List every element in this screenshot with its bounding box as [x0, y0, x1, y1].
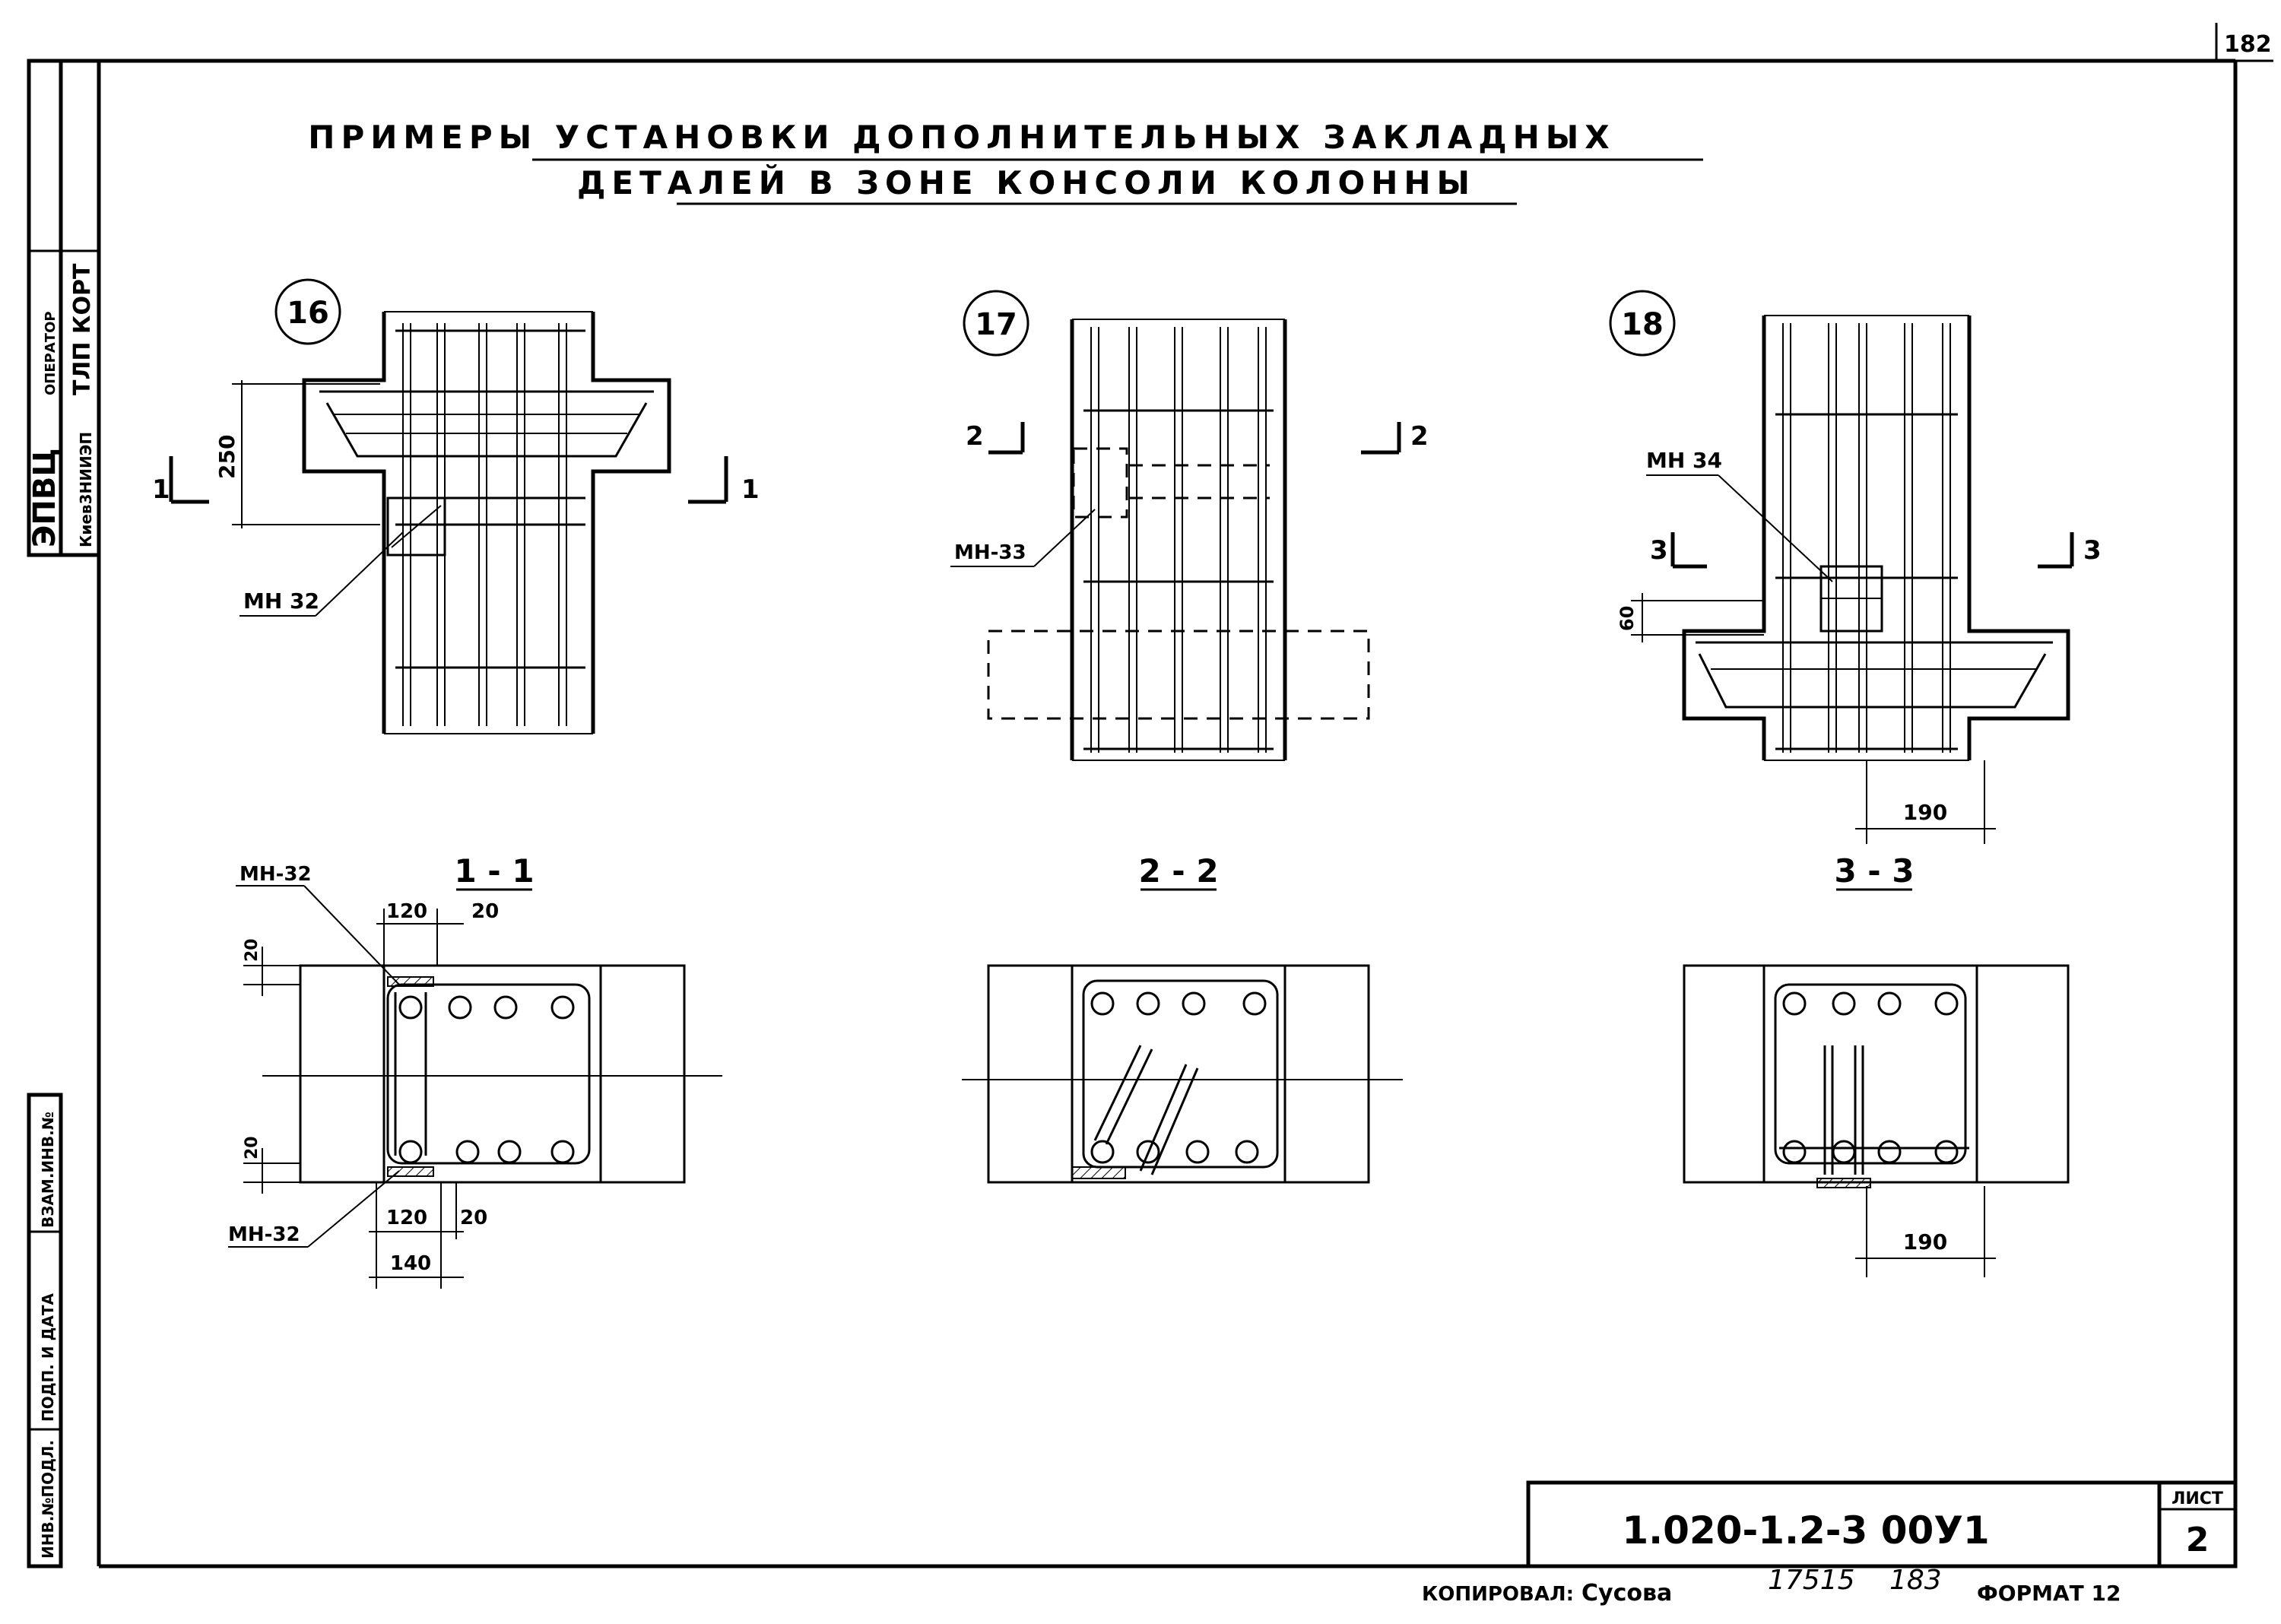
- title-line-2: ДЕТАЛЕЙ В ЗОНЕ КОНСОЛИ КОЛОННЫ: [577, 163, 1476, 201]
- sheet-frame: 18 2: [97, 23, 2273, 1568]
- section-3-3-dim-190: 190: [1903, 1229, 1947, 1254]
- detail-18-number: 18: [1621, 307, 1664, 342]
- footer-format: ФОРМАТ 12: [1977, 1581, 2121, 1606]
- detail-18-section-left: 3: [1650, 535, 1668, 566]
- section-3-3: 3 - 3 190: [1683, 852, 2070, 1277]
- stamp-org-sub: Киев3НИИЭП: [77, 432, 95, 547]
- detail-18-dim-60: 60: [1616, 606, 1638, 631]
- section-3-3-title: 3 - 3: [1834, 852, 1914, 890]
- detail-16-section-right: 1: [741, 474, 760, 505]
- footer: КОПИРОВАЛ: Сусова 17515 183 ФОРМАТ 12: [1422, 1565, 2121, 1607]
- detail-16: 16 250 МН: [152, 278, 760, 734]
- title-block-sheet-label: ЛИСТ: [2172, 1489, 2223, 1508]
- stamp-field-inv-podl: ИНВ.№ПОДЛ.: [39, 1440, 57, 1559]
- detail-16-section-left: 1: [152, 474, 170, 505]
- detail-18: 18 60 190 МН 34: [1609, 290, 2102, 844]
- detail-18-dim-190: 190: [1903, 800, 1947, 825]
- footer-number-b: 183: [1889, 1565, 1942, 1596]
- section-1-1-part-top: МН-32: [240, 863, 312, 886]
- title-line-1: ПРИМЕРЫ УСТАНОВКИ ДОПОЛНИТЕЛЬНЫХ ЗАКЛАДН…: [308, 119, 1615, 156]
- section-1-1-title: 1 - 1: [454, 852, 534, 890]
- title-block-code: 1.020-1.2-3 00У1: [1622, 1508, 1989, 1553]
- section-1-1-part-bottom: МН-32: [228, 1223, 300, 1246]
- stamp-operator-label: ОПЕРАТОР: [43, 311, 59, 395]
- detail-16-dim-250: 250: [214, 435, 240, 479]
- detail-17-section-left: 2: [966, 421, 984, 452]
- detail-18-part: МН 34: [1646, 448, 1722, 473]
- sheet-title: ПРИМЕРЫ УСТАНОВКИ ДОПОЛНИТЕЛЬНЫХ ЗАКЛАДН…: [308, 119, 1703, 205]
- section-1-1-dim-bot-20: 20: [460, 1207, 487, 1229]
- section-1-1-dim-left-top: 20: [243, 938, 262, 962]
- detail-17-part: МН-33: [954, 541, 1026, 564]
- detail-18-section-right: 3: [2083, 535, 2102, 566]
- left-stamp: ЭПВЦ Киев3НИИЭП ОПЕРАТОР ТЛП КОРТ ВЗАМ.И…: [27, 59, 101, 1568]
- section-1-1-dim-top-120: 120: [386, 900, 427, 923]
- title-block-sheet-number: 2: [2186, 1521, 2210, 1559]
- stamp-org: ЭПВЦ: [27, 449, 62, 547]
- section-1-1-dim-top-20: 20: [471, 900, 499, 923]
- title-block: 1.020-1.2-3 00У1 ЛИСТ 2: [1526, 1480, 2238, 1568]
- detail-17-section-right: 2: [1410, 421, 1429, 452]
- footer-copied-label: КОПИРОВАЛ:: [1422, 1583, 1574, 1606]
- detail-17: 17 МН-33 2 2: [950, 290, 1429, 761]
- section-2-2-title: 2 - 2: [1138, 852, 1218, 890]
- section-1-1-dim-bot-140: 140: [390, 1252, 431, 1275]
- stamp-operator-value: ТЛП КОРТ: [69, 263, 96, 395]
- sheet-corner-number: 182: [2224, 31, 2272, 58]
- detail-16-number: 16: [287, 296, 329, 331]
- footer-copied-name: Сусова: [1581, 1580, 1672, 1607]
- stamp-field-inv-zam: ВЗАМ.ИНВ.№: [39, 1112, 57, 1228]
- stamp-field-podp-data: ПОДП. И ДАТА: [39, 1293, 57, 1422]
- detail-16-part: МН 32: [243, 588, 319, 614]
- section-1-1-dim-left-bottom: 20: [243, 1136, 262, 1159]
- section-1-1-dim-bot-120: 120: [386, 1207, 427, 1229]
- section-2-2: 2 - 2: [962, 852, 1403, 1184]
- section-1-1: 1 - 1 120 20 20 20 12: [228, 852, 722, 1289]
- footer-number-a: 17515: [1768, 1565, 1855, 1596]
- detail-17-number: 17: [975, 307, 1017, 342]
